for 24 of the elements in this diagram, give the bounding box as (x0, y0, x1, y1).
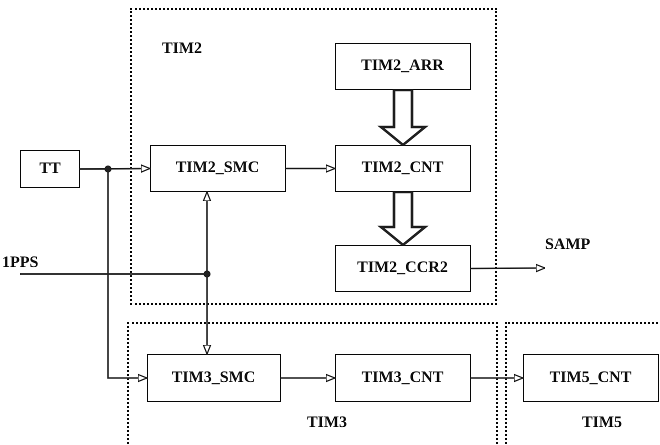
hollow-block-arrow (377, 190, 429, 247)
register-box: TIM2_CCR2 (334, 244, 470, 292)
arrow (20, 273, 212, 355)
dotted-group-frame (505, 322, 660, 445)
arrow (471, 264, 546, 272)
register-box: TIM3_SMC (146, 354, 280, 402)
dotted-group-frame (127, 322, 498, 445)
arrow (471, 374, 524, 382)
arrow (281, 374, 336, 382)
register-box: TIM2_CNT (334, 144, 470, 192)
signal-label: 1PPS (2, 254, 62, 274)
register-box: TIM2_ARR (334, 42, 470, 90)
dotted-group-frame (130, 8, 497, 305)
register-box: TIM3_CNT (334, 354, 470, 402)
group-title: TIM2 (162, 40, 202, 58)
group-title: TIM5 (582, 414, 622, 432)
register-box: TT (20, 150, 80, 188)
arrow (80, 168, 148, 382)
group-title: TIM3 (307, 414, 347, 432)
arrow (286, 164, 336, 173)
signal-label: SAMP (545, 236, 595, 268)
register-box: TIM5_CNT (522, 354, 658, 402)
hollow-block-arrow (377, 88, 429, 147)
register-box: TIM2_SMC (150, 144, 286, 192)
